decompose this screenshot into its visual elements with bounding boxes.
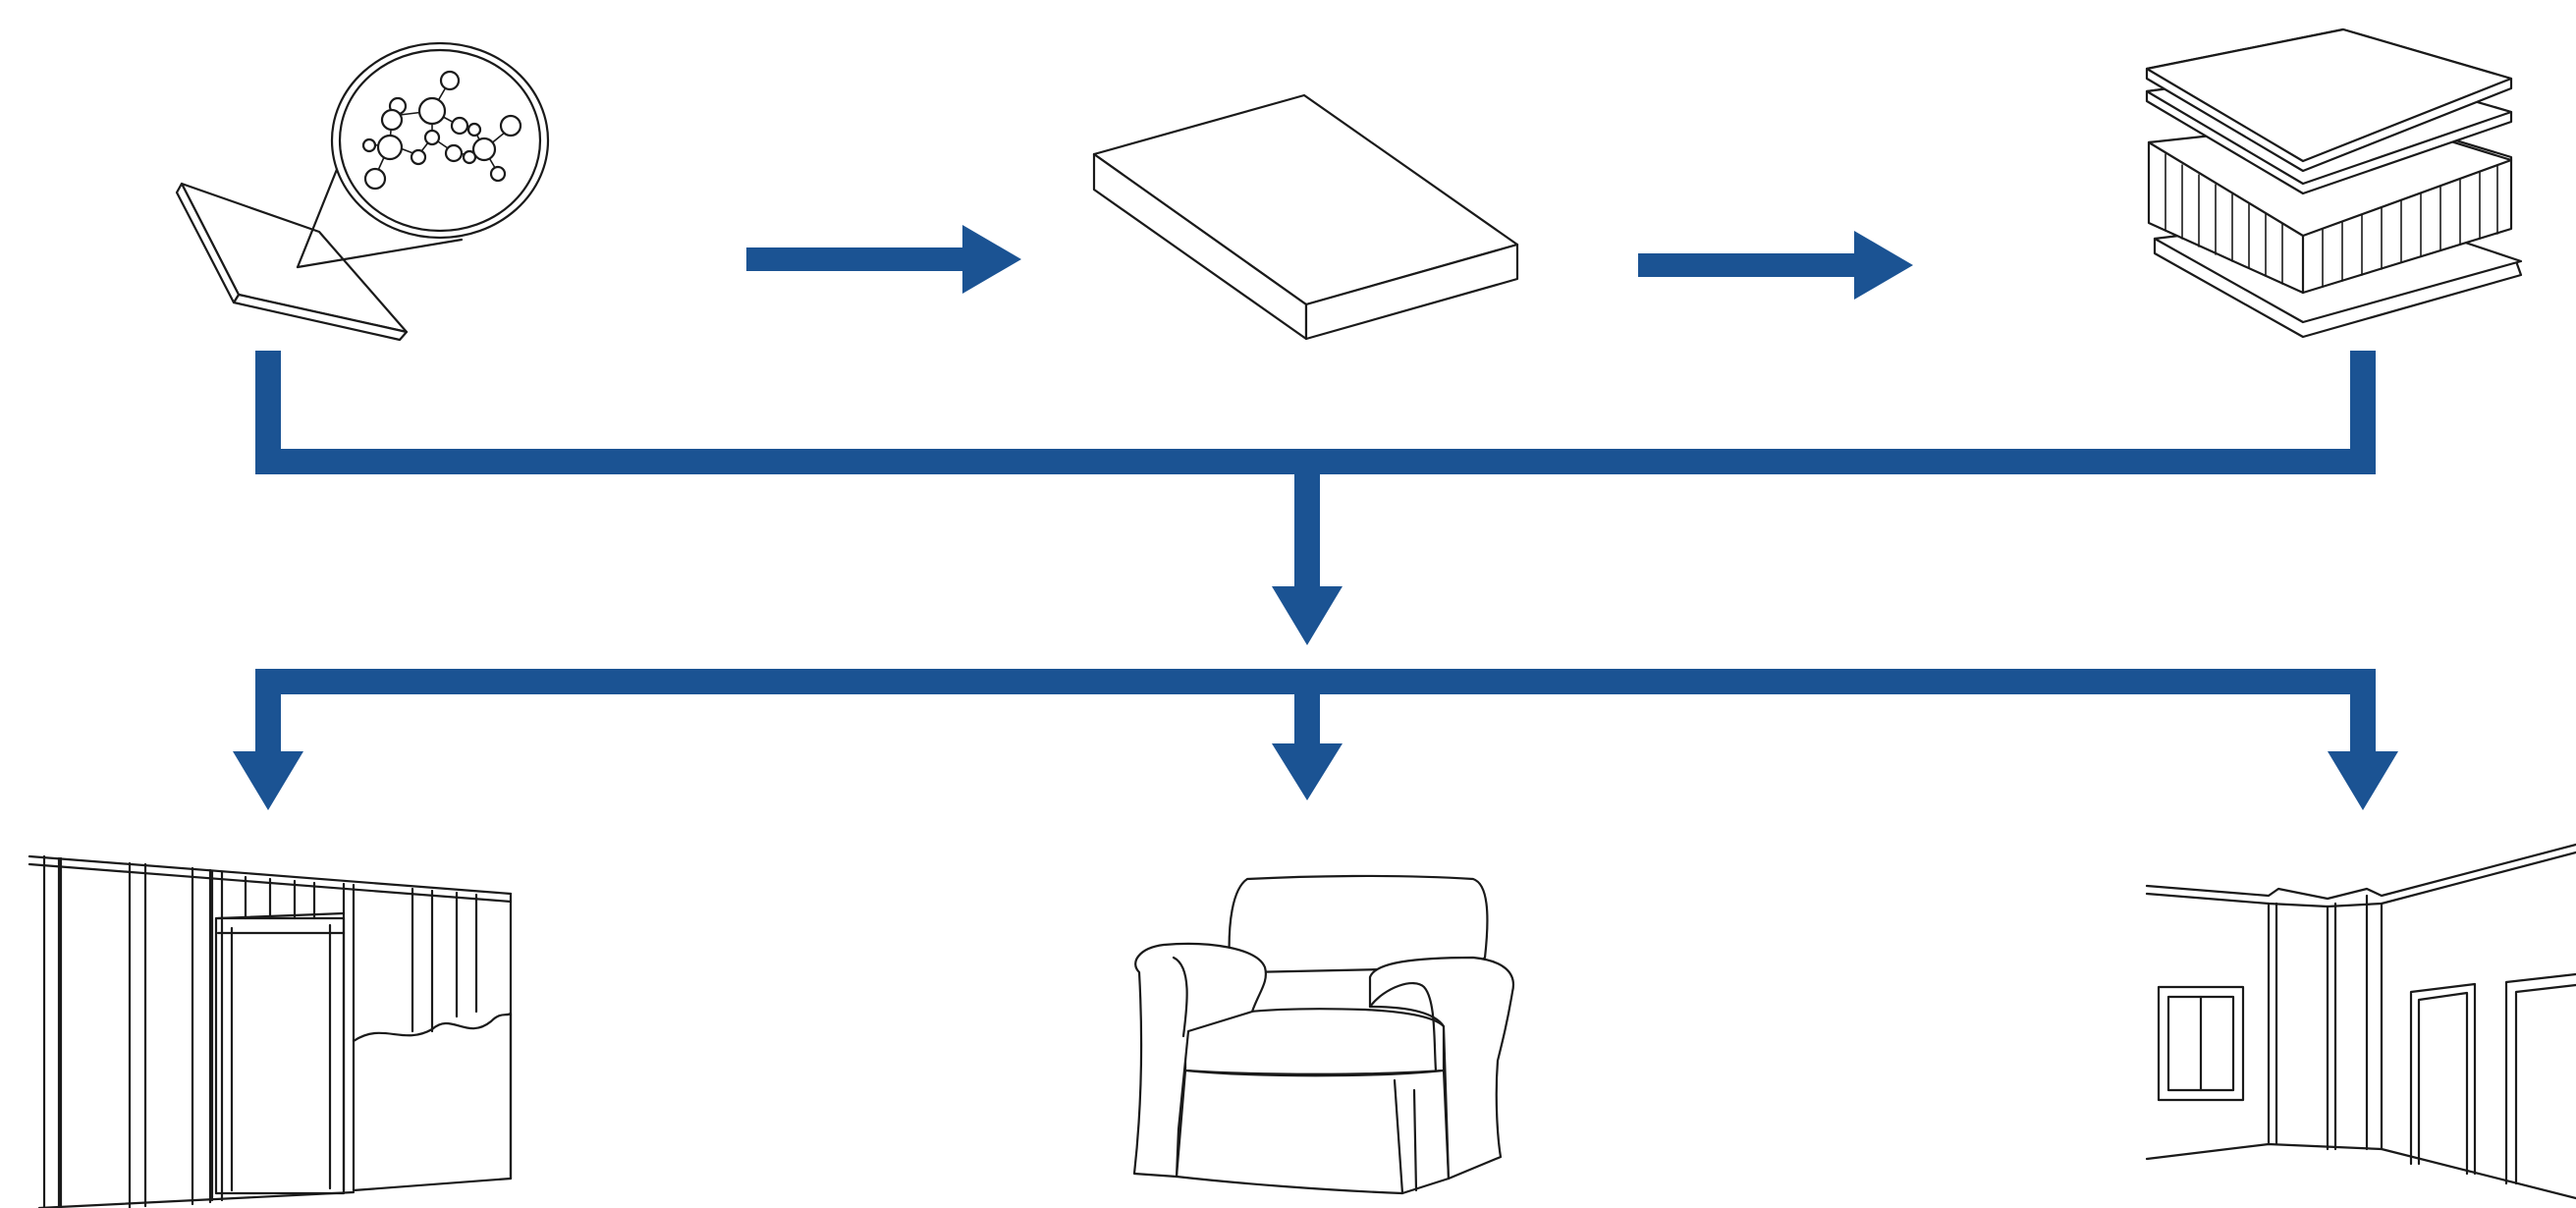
- armchair-icon: [1132, 874, 1515, 1195]
- wall-framing-icon: [27, 854, 513, 1208]
- arrow-down-right: [2328, 669, 2398, 810]
- arrow-down-middle: [1272, 669, 1343, 800]
- arrow-right-1: [746, 225, 1021, 294]
- arrow-down-left: [233, 669, 303, 810]
- arrow-down-center: [1272, 474, 1343, 645]
- molecule-sheet-icon: [175, 41, 550, 342]
- flow-arrows: [233, 225, 2398, 810]
- flat-panel-icon: [1092, 93, 1519, 341]
- arrow-right-2: [1638, 231, 1913, 300]
- honeycomb-sandwich-icon: [2145, 27, 2523, 339]
- collector-bracket: [255, 351, 2376, 474]
- room-interior-icon: [2145, 843, 2576, 1200]
